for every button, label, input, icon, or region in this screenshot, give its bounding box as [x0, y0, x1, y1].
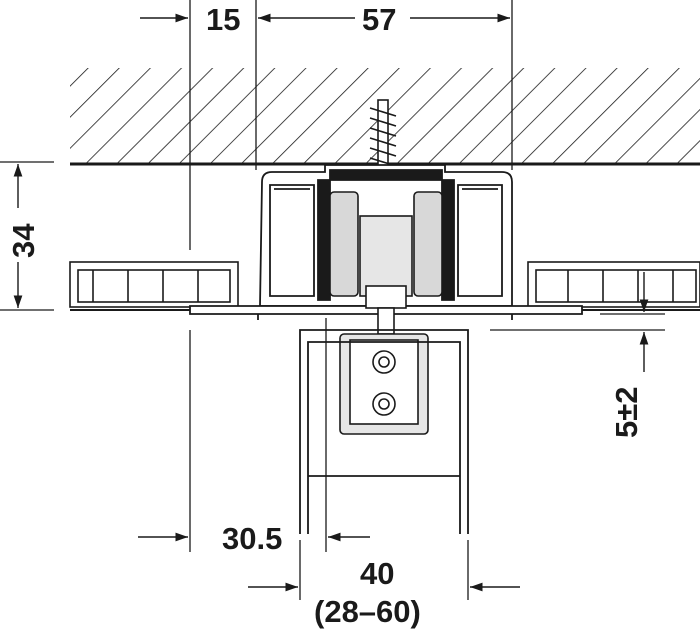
dim-15-label: 15 [206, 2, 240, 37]
dim-30-5-label: 30.5 [222, 521, 282, 556]
left-panel [69, 261, 258, 311]
right-panel [512, 261, 700, 311]
dim-40-label: 40 [360, 556, 394, 591]
door-leaf [299, 329, 469, 534]
hanger-bracket [339, 333, 429, 435]
dim-range-label: (28–60) [314, 594, 421, 629]
dim-34-label: 34 [6, 223, 41, 258]
extension-lines [0, 0, 665, 600]
dim-57-label: 57 [362, 2, 396, 37]
carriage-rollers [329, 191, 443, 335]
dim-5-2-label: 5±2 [609, 387, 644, 439]
dimension-arrows [13, 13, 649, 592]
